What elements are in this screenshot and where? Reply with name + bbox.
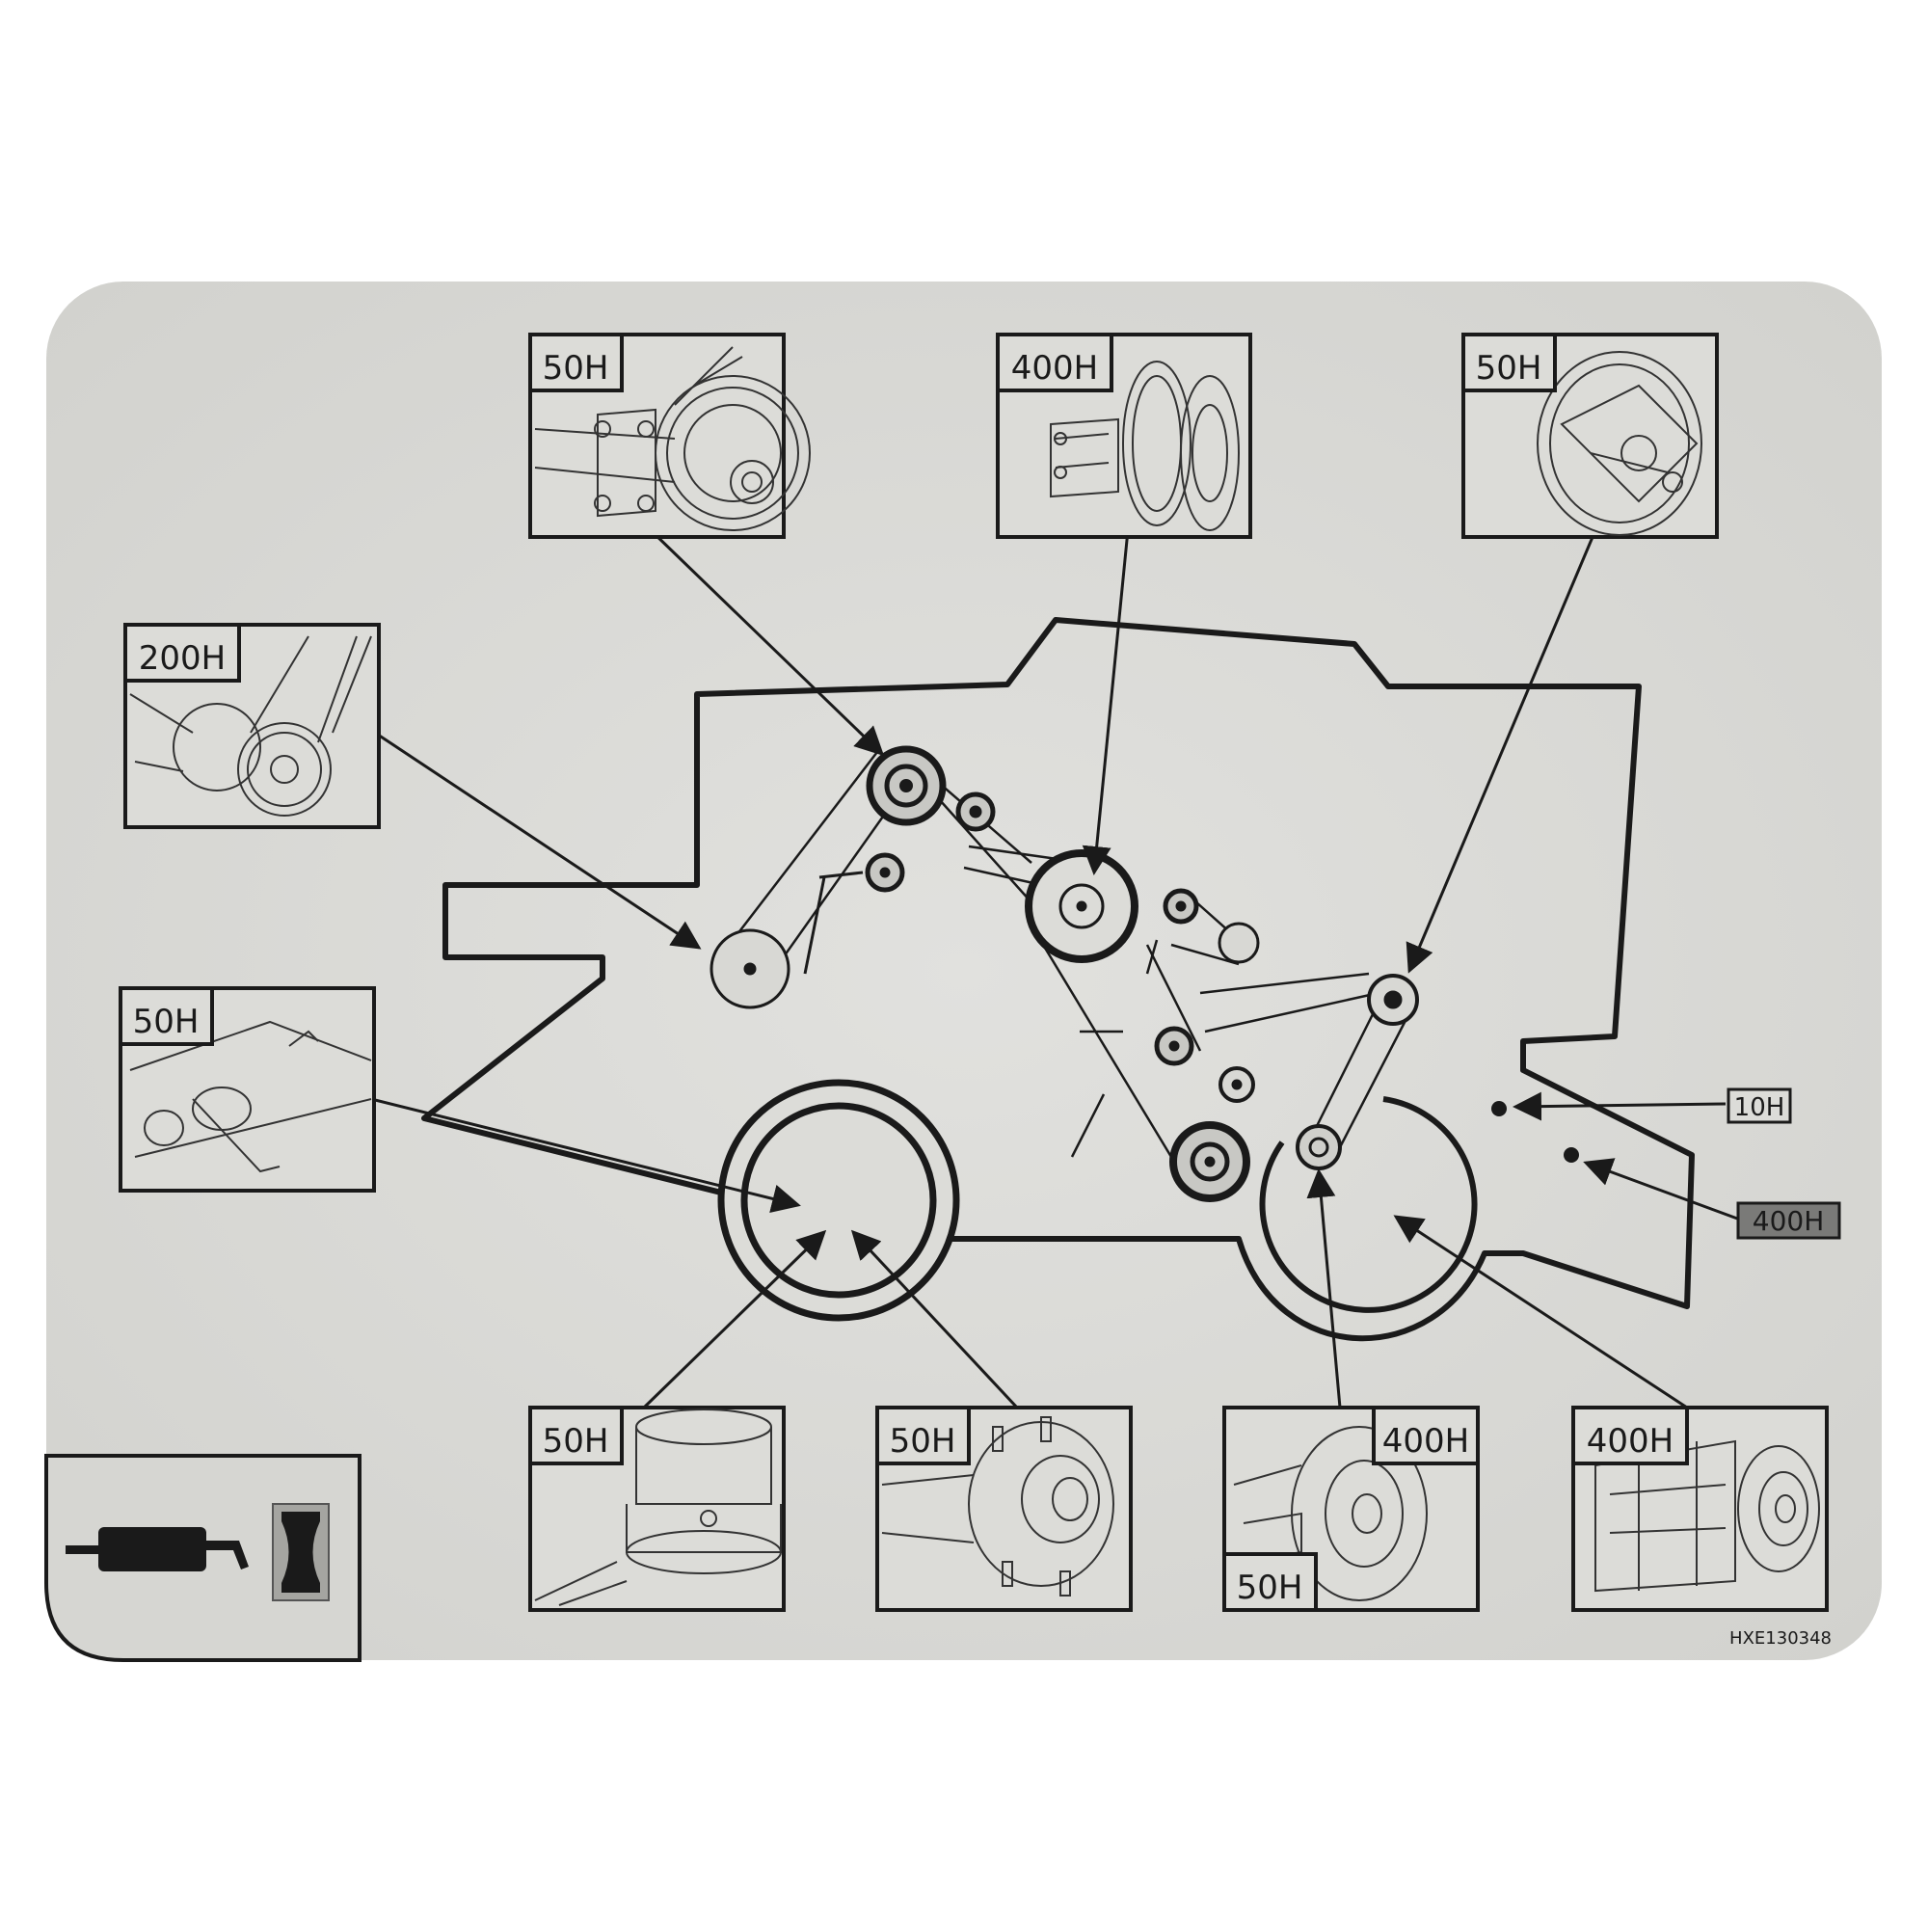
tensioner-left-arm: [803, 871, 864, 975]
callout-10h: 10H: [1727, 1087, 1792, 1124]
callout-label: 50H: [1237, 1569, 1303, 1607]
callout-bottom-2: 50H: [875, 1406, 1133, 1612]
tension-rods: [1070, 939, 1159, 1158]
pulley-j: [1296, 1124, 1342, 1170]
belt-drive-system: [710, 745, 1579, 1202]
drive-belt-icon: [272, 1503, 330, 1601]
callout-label: 200H: [139, 639, 226, 678]
right-rotor-arc: [1259, 1096, 1478, 1313]
arrow-bottom-1: [642, 1229, 827, 1409]
pulley-f-center: [1168, 1040, 1180, 1052]
arrow-top-right: [1406, 529, 1597, 974]
pulley-g-center: [1231, 1079, 1243, 1090]
callout-label: 50H: [890, 1422, 956, 1461]
left-wheel-outer: [717, 1079, 960, 1322]
callout-top-left: 50H: [528, 333, 811, 539]
callout-bottom-4: 400H: [1571, 1406, 1829, 1612]
callout-top-center: 400H: [996, 333, 1252, 539]
callout-label: 10H: [1734, 1093, 1785, 1122]
illustration-double-pulley: [1050, 361, 1240, 531]
illustration-disc-brake: [1233, 1426, 1428, 1601]
illustration-gear-hub: [1594, 1439, 1820, 1593]
callout-top-right: 50H: [1461, 333, 1719, 539]
pulley-i-center: [1383, 990, 1403, 1009]
callout-bottom-3: 400H 50H: [1222, 1406, 1480, 1612]
pulley-e: [1218, 922, 1260, 964]
arrow-mid-left-lower: [370, 1097, 801, 1214]
arrow-bottom-4: [1393, 1215, 1688, 1409]
left-wheel-inner: [740, 1102, 937, 1299]
callout-bottom-1: 50H: [528, 1406, 786, 1612]
pulley-c-center: [743, 962, 757, 976]
pulley-d-center: [1175, 900, 1187, 912]
arrow-bottom-2: [850, 1229, 1019, 1409]
arrow-10h: [1513, 1091, 1727, 1121]
arrow-mid-left-upper: [377, 733, 702, 950]
callout-label: 50H: [133, 1003, 200, 1041]
callout-label: 400H: [1011, 349, 1098, 388]
decal-plate: [46, 282, 1882, 1660]
arrow-top-center: [1082, 529, 1130, 875]
pulley-a-hub: [884, 764, 928, 808]
arrow-400h-small: [1583, 1158, 1741, 1221]
callout-label: 50H: [543, 1422, 609, 1461]
lube-point-400h: [1564, 1147, 1579, 1163]
illustration-belt-drive: [129, 635, 372, 817]
doc-code: HXE130348: [1729, 1628, 1832, 1649]
leader-arrows: [370, 528, 1741, 1409]
pulley-h-center: [1204, 1156, 1216, 1167]
arrow-top-left: [649, 528, 885, 757]
arrow-bottom-3: [1306, 1168, 1342, 1409]
pulley-j-hub: [1308, 1137, 1329, 1158]
pulley-a-small-center: [969, 805, 982, 818]
illustration-tensioner: [1537, 351, 1702, 536]
pulley-h-hub: [1190, 1141, 1230, 1182]
callout-label: 400H: [1753, 1205, 1825, 1237]
pulley-b-center: [1076, 900, 1087, 912]
illustration-gearbox: [534, 1409, 782, 1606]
callout-mid-left-lower: 50H: [119, 986, 376, 1193]
illustration-wheel-hub: [881, 1416, 1114, 1597]
pulley-b-hub: [1058, 883, 1105, 929]
muffler-icon: [66, 1527, 249, 1571]
callout-400h-small: 400H: [1736, 1201, 1841, 1240]
lube-point-10h: [1491, 1101, 1507, 1116]
belt-right: [1199, 972, 1414, 1148]
callout-label: 50H: [543, 349, 609, 388]
callout-label: 50H: [1476, 349, 1542, 388]
tensioner-left-center: [879, 867, 891, 878]
illustration-axle-arm: [129, 1020, 372, 1173]
callout-label: 400H: [1382, 1422, 1469, 1461]
callout-label: 400H: [1587, 1422, 1674, 1461]
callout-mid-left-upper: 200H: [123, 623, 381, 829]
illustration-hub-pulley: [534, 346, 811, 531]
pulley-a-center: [899, 779, 913, 792]
corner-icon-panel: [44, 1454, 362, 1662]
